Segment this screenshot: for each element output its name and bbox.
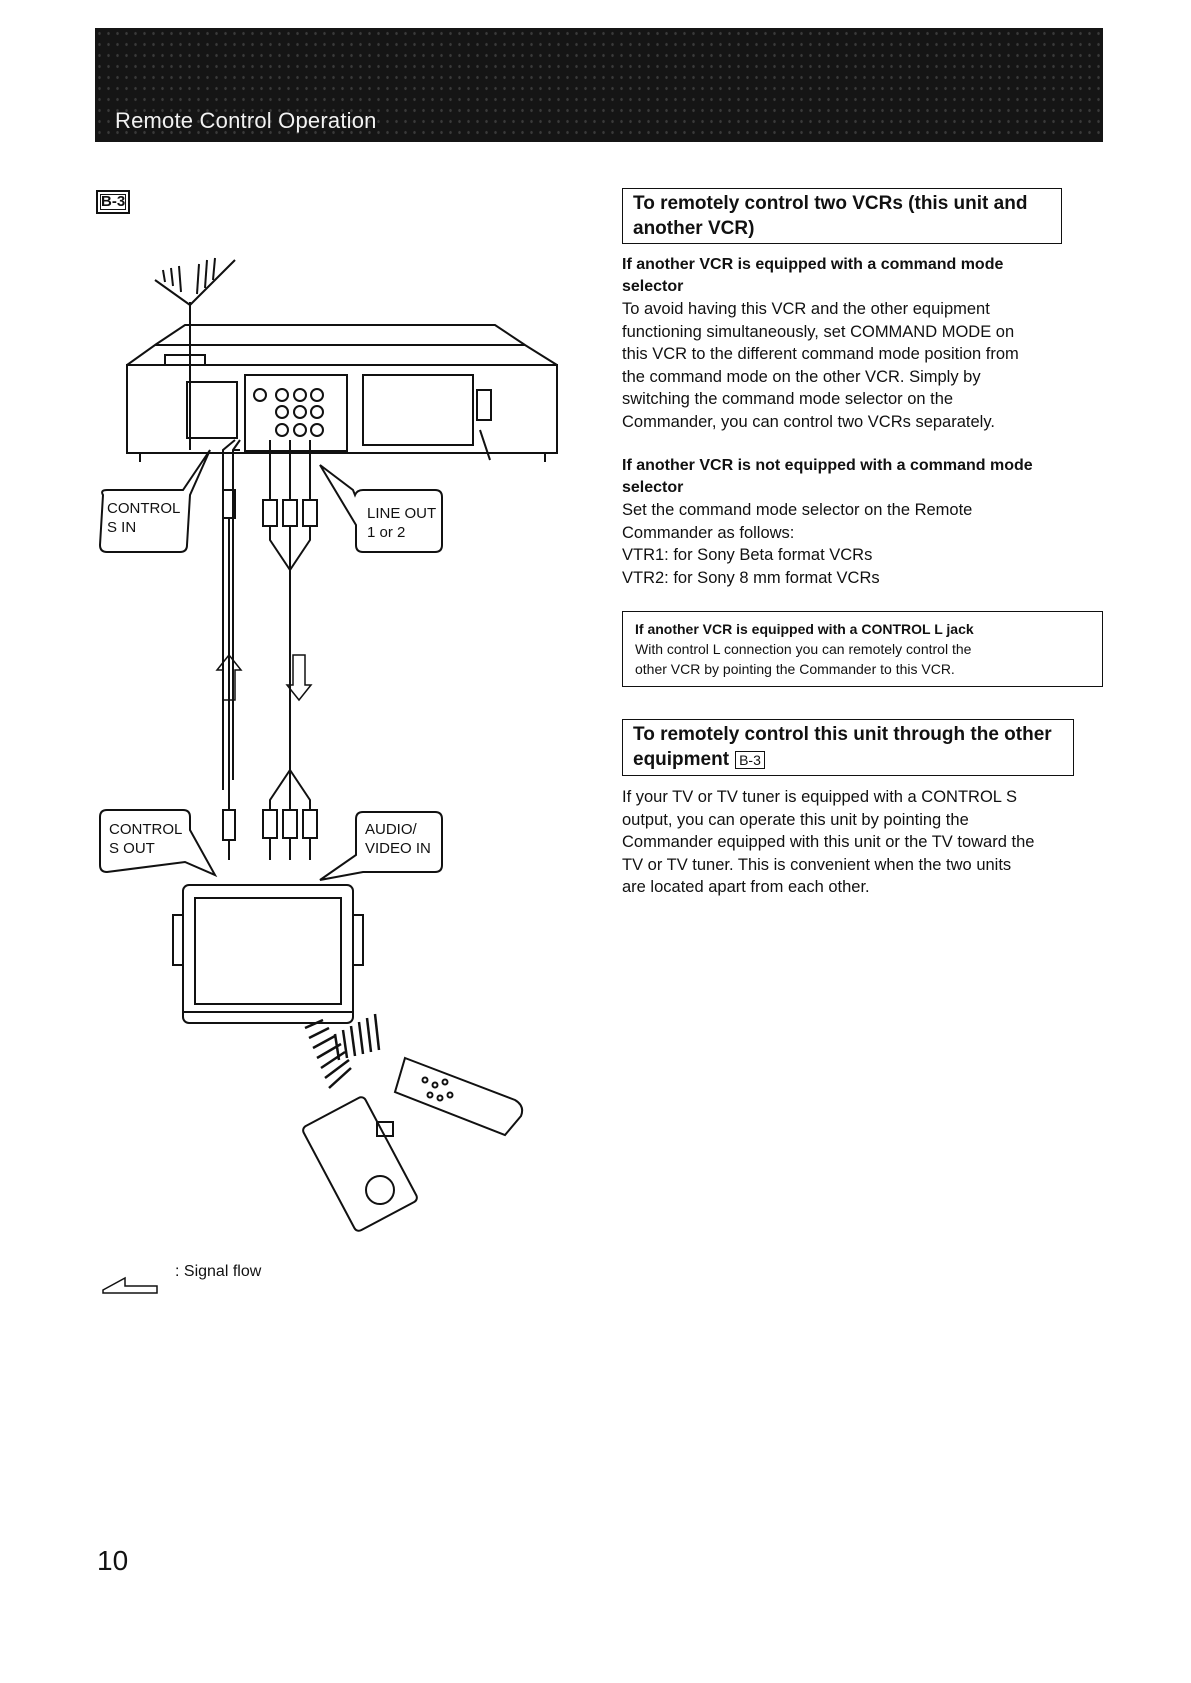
label-audio-video-in-2: VIDEO IN — [365, 840, 431, 857]
label-control-s-in-2: S IN — [107, 519, 136, 536]
label-audio-video-in-1: AUDIO/ — [365, 821, 418, 838]
paragraph-without-selector: Set the command mode selector on the Rem… — [622, 499, 1107, 589]
section-title-two-vcrs: To remotely control two VCRs (this unit … — [622, 188, 1062, 244]
section-title-line: another VCR) — [633, 216, 1051, 241]
av-cables — [263, 440, 317, 860]
signal-flow-legend: : Signal flow — [175, 1263, 261, 1281]
paragraph-other-equipment: If your TV or TV tuner is equipped with … — [622, 786, 1107, 899]
signal-flow-legend-icon — [103, 1278, 157, 1293]
label-control-s-out-2: S OUT — [109, 840, 155, 857]
label-line-out-1: LINE OUT — [367, 505, 436, 522]
right-column: To remotely control two VCRs (this unit … — [622, 188, 1107, 899]
section-title-line: To remotely control this unit through th… — [633, 722, 1063, 747]
vcr-rear-panel-icon — [127, 325, 557, 462]
section-title-other-equipment: To remotely control this unit through th… — [622, 719, 1074, 776]
label-line-out-2: 1 or 2 — [367, 524, 405, 541]
ir-signal-icon — [305, 1014, 379, 1088]
connection-diagram: CONTROL S IN LINE OUT 1 or 2 CONTROL S O… — [95, 250, 585, 1320]
label-control-s-in-1: CONTROL — [107, 500, 180, 517]
paragraph-with-selector: To avoid having this VCR and the other e… — [622, 298, 1107, 433]
page-title: Remote Control Operation — [115, 108, 377, 134]
label-control-s-out-1: CONTROL — [109, 821, 182, 838]
section-title-line: To remotely control two VCRs (this unit … — [633, 191, 1051, 216]
control-s-cable — [223, 440, 240, 860]
figure-ref-badge: B-3 — [96, 190, 130, 214]
tv-icon — [173, 885, 363, 1023]
control-l-note-box: If another VCR is equipped with a CONTRO… — [622, 611, 1103, 687]
note-heading: If another VCR is equipped with a CONTRO… — [635, 619, 1090, 639]
subheading-without-selector: If another VCR is not equipped with a co… — [622, 455, 1107, 499]
subheading-with-selector: If another VCR is equipped with a comman… — [622, 254, 1107, 298]
page-number: 10 — [97, 1545, 128, 1577]
figure-ref-inline: B-3 — [735, 751, 765, 769]
